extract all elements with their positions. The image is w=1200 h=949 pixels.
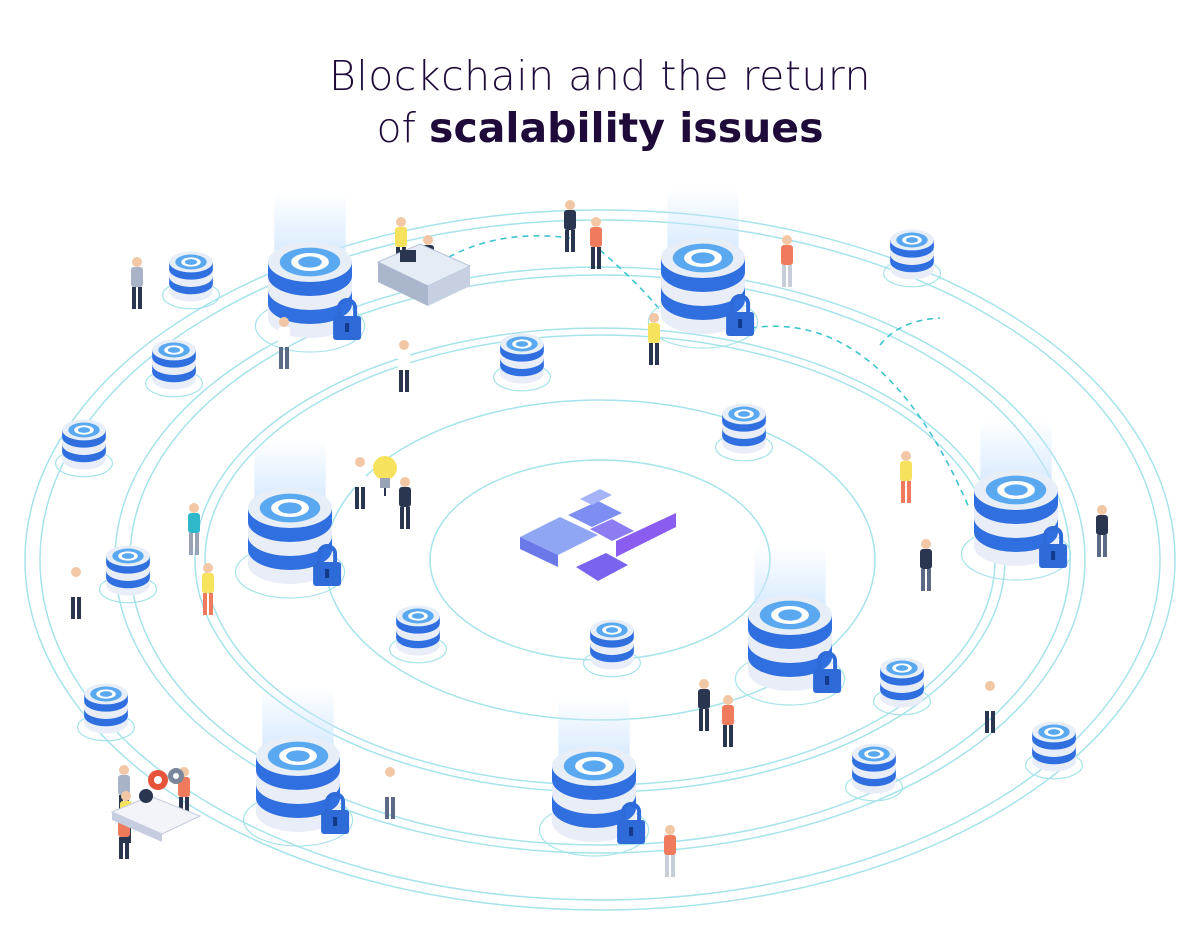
server-icon <box>647 188 759 349</box>
title-line-2-bold: scalability issues <box>429 104 824 152</box>
padlock-icon <box>813 651 842 693</box>
server-icon <box>583 619 641 678</box>
server-icon <box>55 419 113 478</box>
big-servers <box>234 188 1072 857</box>
server-icon <box>493 333 551 392</box>
person-icon <box>648 313 660 365</box>
small-servers <box>55 229 1083 802</box>
server-icon <box>254 192 366 353</box>
padlock-icon <box>1039 526 1068 568</box>
person-icon <box>70 567 82 619</box>
server-icon <box>234 438 346 599</box>
server-icon <box>242 686 354 847</box>
person-icon <box>722 695 734 747</box>
desk-icon <box>376 243 472 306</box>
server-icon <box>389 605 447 664</box>
server-icon <box>162 251 220 310</box>
server-icon <box>873 657 931 716</box>
person-icon <box>384 767 396 819</box>
person-icon <box>984 681 996 733</box>
person-icon <box>131 257 143 309</box>
title-line-2: of scalability issues <box>0 102 1200 154</box>
person-icon <box>664 825 676 877</box>
server-icon <box>960 420 1072 581</box>
page-title: Blockchain and the return of scalability… <box>0 50 1200 154</box>
server-icon <box>883 229 941 288</box>
orbit-rings <box>24 209 1176 911</box>
person-icon <box>900 451 912 503</box>
server-icon <box>77 683 135 742</box>
person-icon <box>202 563 214 615</box>
server-icon <box>845 743 903 802</box>
desk-icon <box>110 795 202 842</box>
person-icon <box>698 679 710 731</box>
server-icon <box>715 403 773 462</box>
server-icon <box>99 545 157 604</box>
person-icon <box>564 200 576 252</box>
person-icon <box>781 235 793 287</box>
person-icon <box>1096 505 1108 557</box>
person-icon <box>398 340 410 392</box>
padlock-icon <box>726 294 755 336</box>
dashed-connections <box>404 235 971 511</box>
title-line-1: Blockchain and the return <box>328 52 872 100</box>
lightbulb-icon <box>373 456 397 496</box>
padlock-icon <box>333 298 362 340</box>
person-icon <box>354 457 366 509</box>
person-icon <box>278 317 290 369</box>
server-icon <box>734 545 846 706</box>
server-icon <box>145 339 203 398</box>
person-icon <box>188 503 200 555</box>
person-icon <box>590 217 602 269</box>
person-icon <box>920 539 932 591</box>
server-icon <box>538 696 650 857</box>
padlock-icon <box>321 792 350 834</box>
server-icon <box>1025 721 1083 780</box>
gear-icon <box>139 768 184 803</box>
logo-icon <box>520 489 676 581</box>
padlock-icon <box>313 544 342 586</box>
person-icon <box>399 477 411 529</box>
padlock-icon <box>617 802 646 844</box>
title-line-2-prefix: of <box>376 104 416 152</box>
